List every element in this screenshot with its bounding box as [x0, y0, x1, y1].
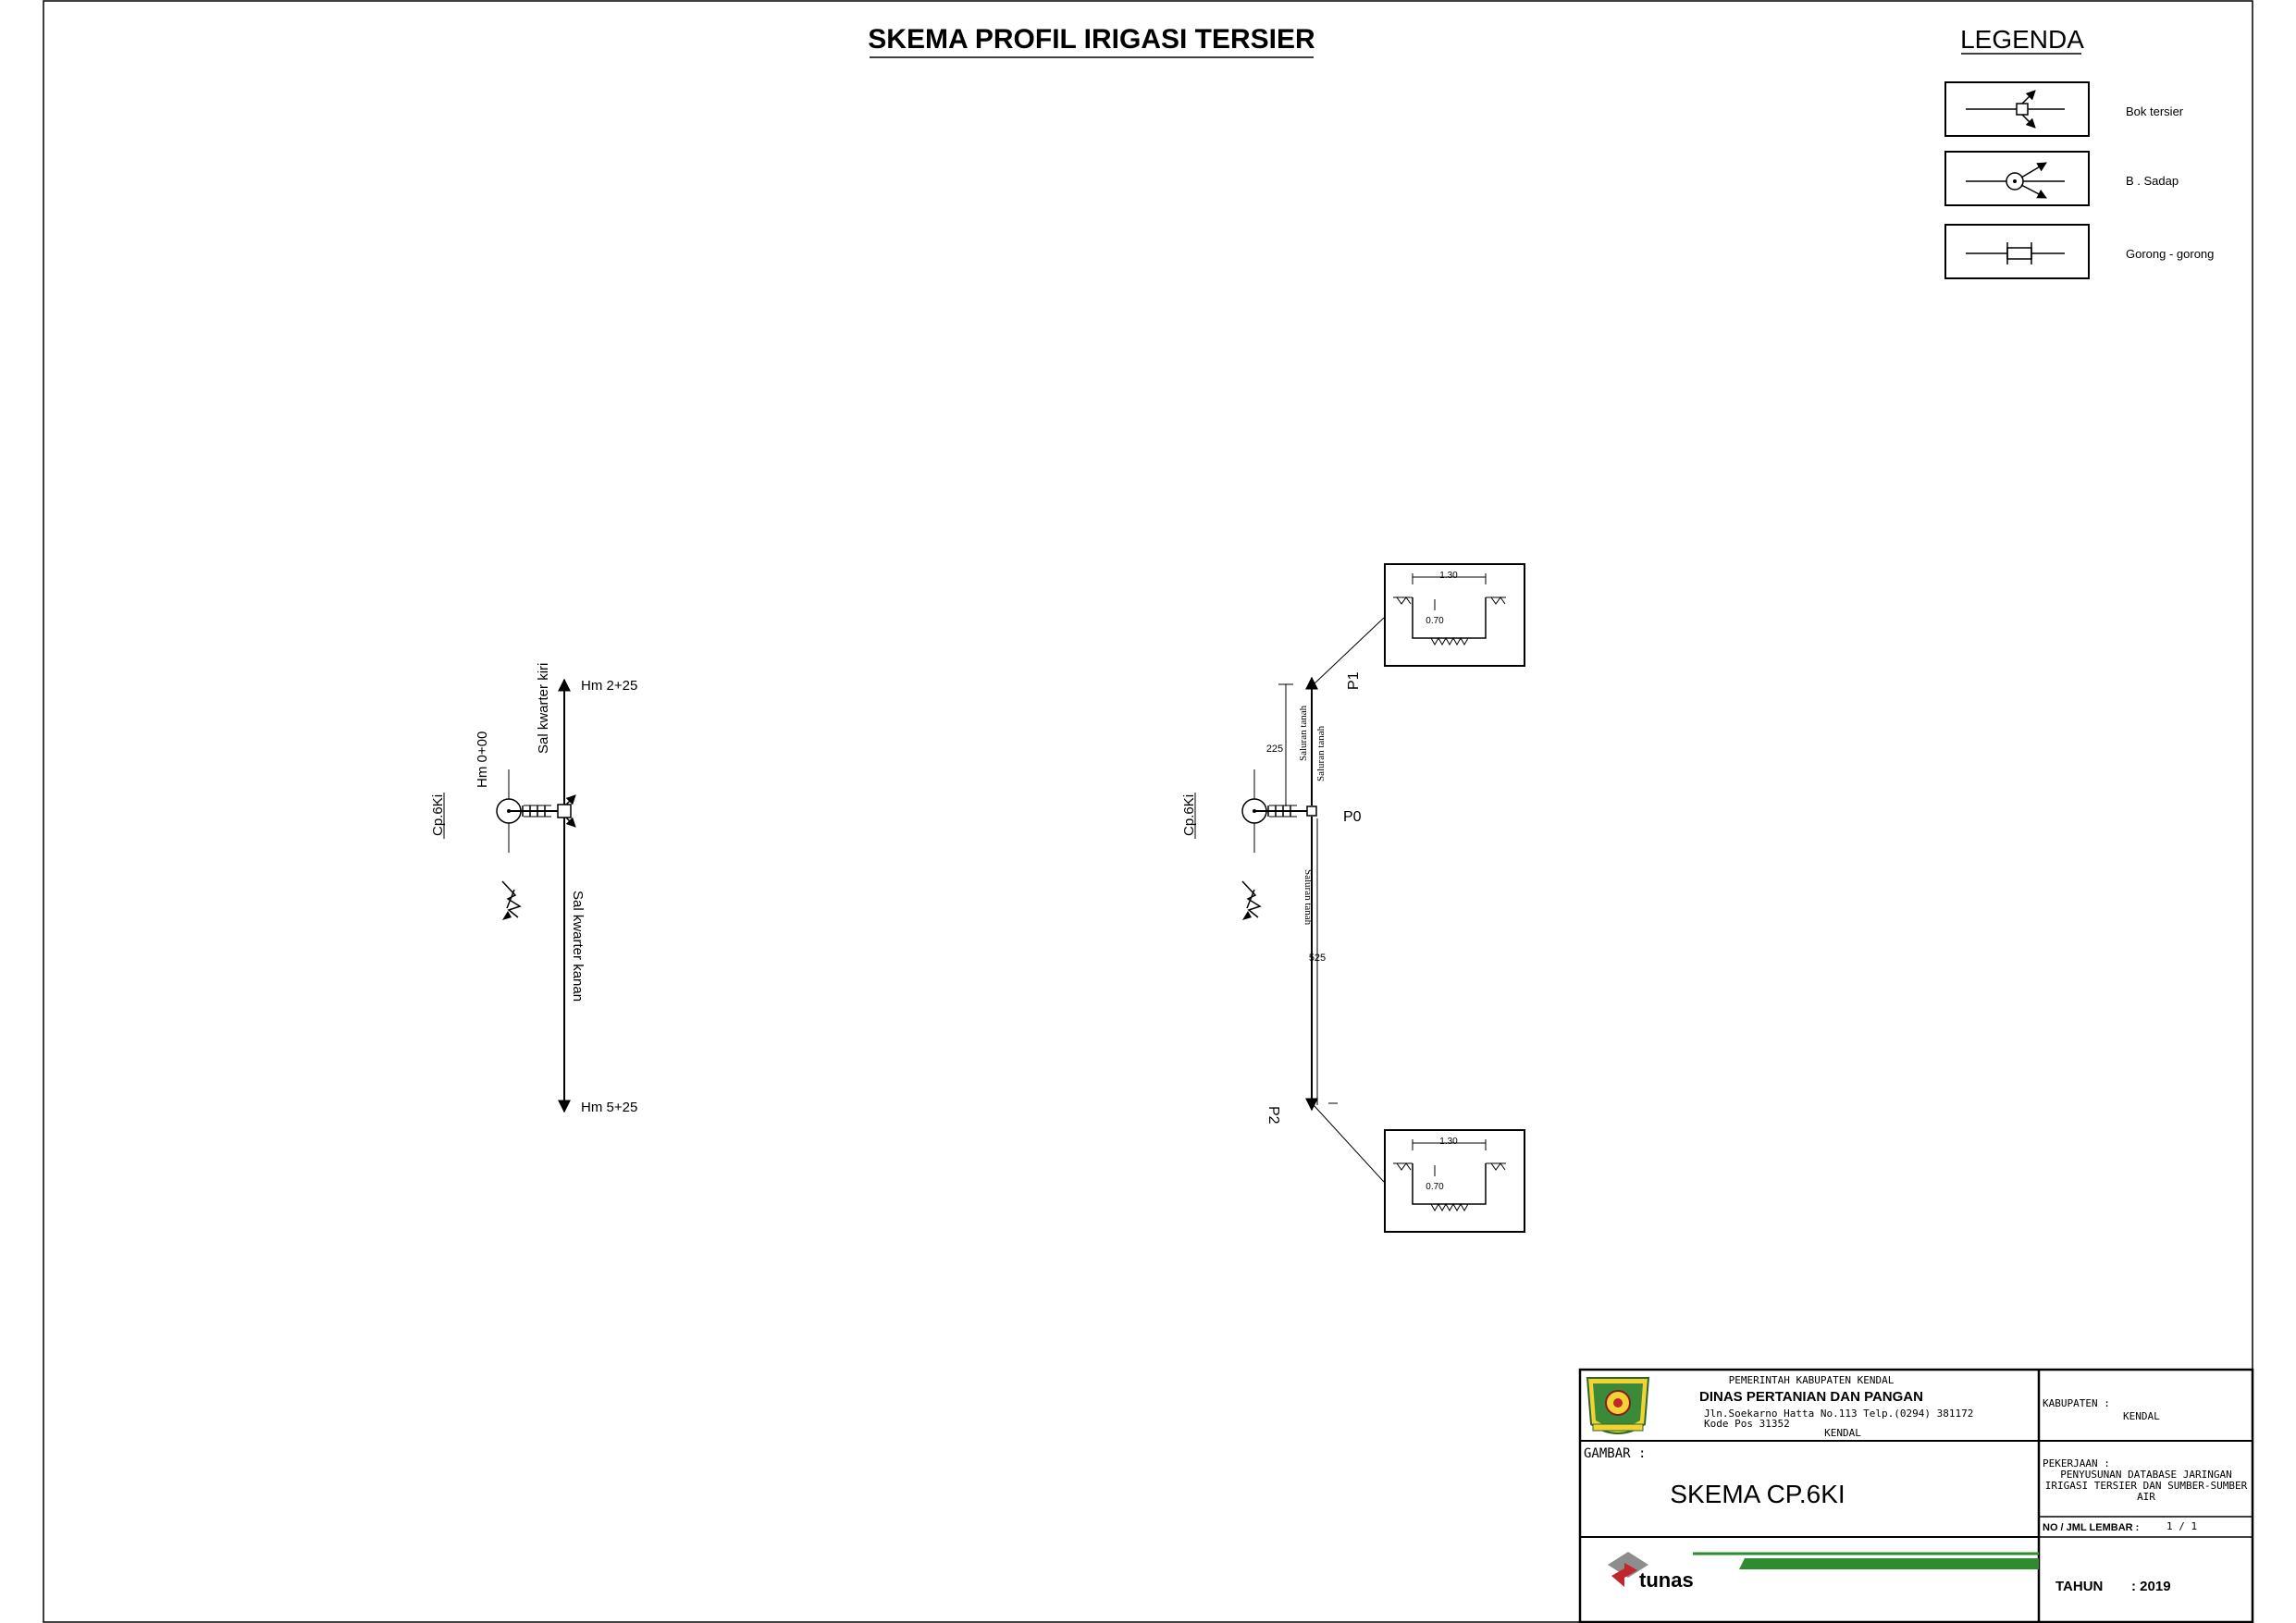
lembar-label: NO / JML LEMBAR : [2043, 1522, 2139, 1533]
legend-item-gorong-gorong: Gorong - gorong [1944, 224, 2214, 279]
channel-label: Saluran tanah [1298, 705, 1309, 761]
bok-tersier-icon [1966, 90, 2065, 129]
svg-text:0.70: 0.70 [1426, 616, 1444, 626]
bangunan-sadap-icon [1966, 162, 2065, 199]
pekerjaan-line: AIR [2137, 1491, 2155, 1503]
gambar-label: GAMBAR : [1584, 1446, 1646, 1461]
right-scheme: Cp.6Ki 225 [1181, 563, 1525, 1233]
top-end-label: Hm 2+25 [581, 678, 637, 694]
legend-item-bok-tersier: Bok tersier [1944, 81, 2184, 137]
upper-channel-label: Sal kwarter kiri [536, 663, 551, 754]
legend-label: B . Sadap [2126, 174, 2179, 188]
legend: LEGENDA Bok tersier B . Sadap [1944, 25, 2214, 279]
legend-label: Bok tersier [2126, 105, 2184, 118]
svg-text:tunas: tunas [1639, 1568, 1694, 1592]
svg-text:525: 525 [1309, 953, 1326, 964]
flow-direction-icon [1241, 880, 1262, 920]
svg-text:1.30: 1.30 [1439, 571, 1458, 581]
gambar-value: SKEMA CP.6KI [1670, 1480, 1845, 1508]
city-name: KENDAL [1824, 1427, 1861, 1439]
sadap-structure [1241, 769, 1312, 853]
p2-label: P2 [1265, 1106, 1281, 1125]
p1-label: P1 [1346, 671, 1362, 690]
tahun-value: : 2019 [2131, 1579, 2171, 1594]
lower-channel-label: Sal kwarter kanan [570, 891, 586, 1002]
lower-length-dimension: 525 [1309, 818, 1338, 1105]
drawing-frame [43, 0, 2253, 1623]
tahun-label: TAHUN [2055, 1579, 2103, 1594]
address-line: Jln.Soekarno Hatta No.113 Telp.(0294) 38… [1704, 1408, 1973, 1420]
lembar-value: 1 / 1 [2166, 1520, 2197, 1532]
svg-text:1.30: 1.30 [1439, 1137, 1458, 1147]
p0-label: P0 [1343, 809, 1362, 825]
bok-tersier-icon [1306, 805, 1317, 817]
pekerjaan-line: IRIGASI TERSIER DAN SUMBER-SUMBER [2045, 1480, 2248, 1492]
channel-label: Saluran tanah [1315, 725, 1327, 781]
department-name: DINAS PERTANIAN DAN PANGAN [1699, 1389, 1923, 1405]
sadap-structure [496, 769, 564, 853]
cross-section-p2: 1.30 0.70 [1384, 1129, 1525, 1233]
flow-direction-icon [501, 880, 522, 920]
hm-start-label: Hm 0+00 [475, 732, 490, 788]
tunas-company-logo: tunas [1584, 1542, 1694, 1608]
source-label: Cp.6Ki [1181, 794, 1197, 836]
title-block: PEMERINTAH KABUPATEN KENDAL DINAS PERTAN… [1578, 1368, 2254, 1623]
source-label: Cp.6Ki [430, 794, 446, 836]
kabupaten-value: KENDAL [2123, 1410, 2160, 1422]
legend-heading: LEGENDA [1960, 25, 2084, 54]
gorong-gorong-icon [1966, 242, 2065, 264]
green-stripe [1739, 1558, 2039, 1569]
svg-text:SKEMA PROFIL IRIGASI TERSIER: SKEMA PROFIL IRIGASI TERSIER [868, 24, 1315, 55]
pekerjaan-label: PEKERJAAN : [2043, 1457, 2110, 1469]
kabupaten-kendal-emblem-icon [1586, 1377, 1650, 1434]
left-scheme: Cp.6Ki Hm 0+00 [430, 663, 637, 1115]
svg-text:0.70: 0.70 [1426, 1182, 1444, 1192]
pekerjaan-line: PENYUSUNAN DATABASE JARINGAN [2060, 1469, 2231, 1481]
upper-length-dimension: 225 [1266, 683, 1293, 806]
bok-tersier-icon [557, 794, 576, 828]
postal-code: Kode Pos 31352 [1704, 1418, 1790, 1430]
channel-label: Saluran tanah [1302, 869, 1314, 926]
page-title: SKEMA PROFIL IRIGASI TERSIER [868, 24, 1315, 58]
cross-section-p1: 1.30 0.70 [1384, 563, 1525, 667]
legend-item-b-sadap: B . Sadap [1944, 151, 2179, 206]
legend-label: Gorong - gorong [2126, 247, 2214, 261]
svg-text:225: 225 [1266, 744, 1283, 755]
government-name: PEMERINTAH KABUPATEN KENDAL [1729, 1374, 1895, 1386]
bottom-end-label: Hm 5+25 [581, 1100, 637, 1115]
kabupaten-label: KABUPATEN : [2043, 1397, 2110, 1409]
